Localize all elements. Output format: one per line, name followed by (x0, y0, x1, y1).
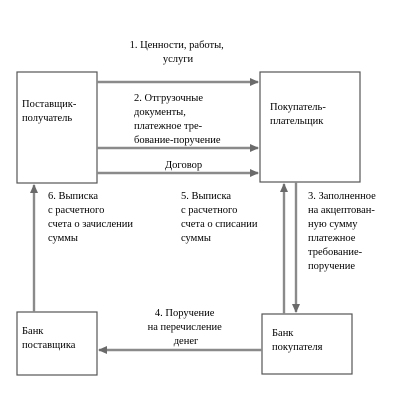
supplier-bank-label: Банк поставщика (22, 326, 76, 351)
edge-label-3: 3. Заполненное на акцептован- ную сумму … (308, 191, 378, 272)
supplier-bank-node: Банк поставщика (16, 311, 98, 376)
edge-label-contract: Договор (165, 160, 202, 171)
buyer-bank-label: Банк покупателя (272, 328, 323, 353)
supplier-node: Поставщик- получатель (16, 71, 98, 184)
buyer-bank-node: Банк покупателя (261, 313, 353, 375)
buyer-label: Покупатель- плательщик (270, 102, 328, 127)
supplier-label: Поставщик- получатель (22, 99, 79, 124)
edge-label-5: 5. Выписка с расчетного счета о списании… (181, 191, 260, 244)
edge-label-6: 6. Выписка с расчетного счета о зачислен… (48, 191, 136, 244)
edge-label-4: 4. Поручение на перечисление денег (148, 308, 225, 347)
edge-label-1: 1. Ценности, работы, услуги (130, 40, 227, 65)
edge-label-2: 2. Отгрузочные документы, платежное тре-… (134, 93, 221, 146)
buyer-node: Покупатель- плательщик (259, 71, 361, 183)
